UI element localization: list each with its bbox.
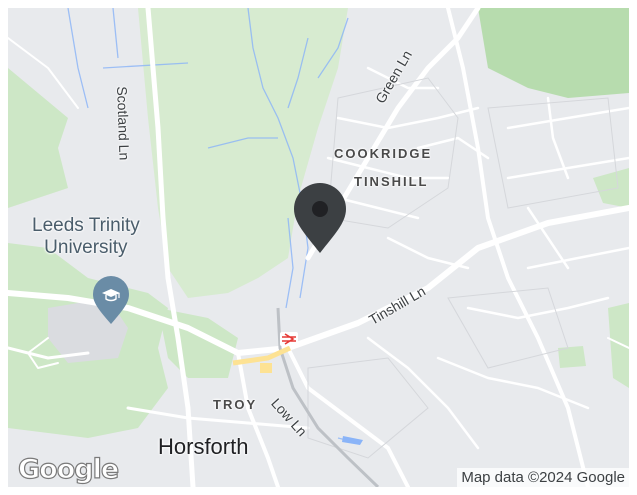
graduation-cap-icon[interactable]	[93, 276, 129, 324]
road-label-scotland-ln: Scotland Ln	[114, 86, 133, 161]
map-pin-icon[interactable]	[294, 183, 346, 253]
area-label-cookridge: COOKRIDGE	[334, 146, 433, 161]
poi-label-line1: Leeds Trinity	[32, 215, 140, 236]
map-view[interactable]: Scotland Ln Green Ln COOKRIDGE TINSHILL …	[8, 8, 629, 487]
poi-label-line2: University	[44, 237, 128, 258]
main-road	[232, 345, 292, 366]
park-area	[558, 346, 586, 368]
park-area	[478, 8, 629, 98]
park-area	[608, 303, 629, 388]
park-area	[8, 68, 68, 208]
area-label-tinshill: TINSHILL	[354, 174, 429, 189]
park-area	[593, 168, 629, 208]
town-label-horsforth: Horsforth	[158, 434, 249, 459]
park-area	[158, 308, 238, 378]
rail-station-icon[interactable]	[280, 332, 298, 346]
map-attribution[interactable]: Map data ©2024 Google	[457, 468, 629, 487]
road-junction	[260, 363, 272, 373]
pond	[342, 436, 363, 445]
poi-label-leeds-trinity: Leeds Trinity University	[32, 215, 140, 259]
google-logo[interactable]: Google	[17, 453, 119, 485]
railway	[276, 307, 380, 487]
park-area	[138, 8, 348, 298]
area-label-troy: TROY	[213, 397, 258, 412]
map-canvas	[8, 8, 629, 487]
